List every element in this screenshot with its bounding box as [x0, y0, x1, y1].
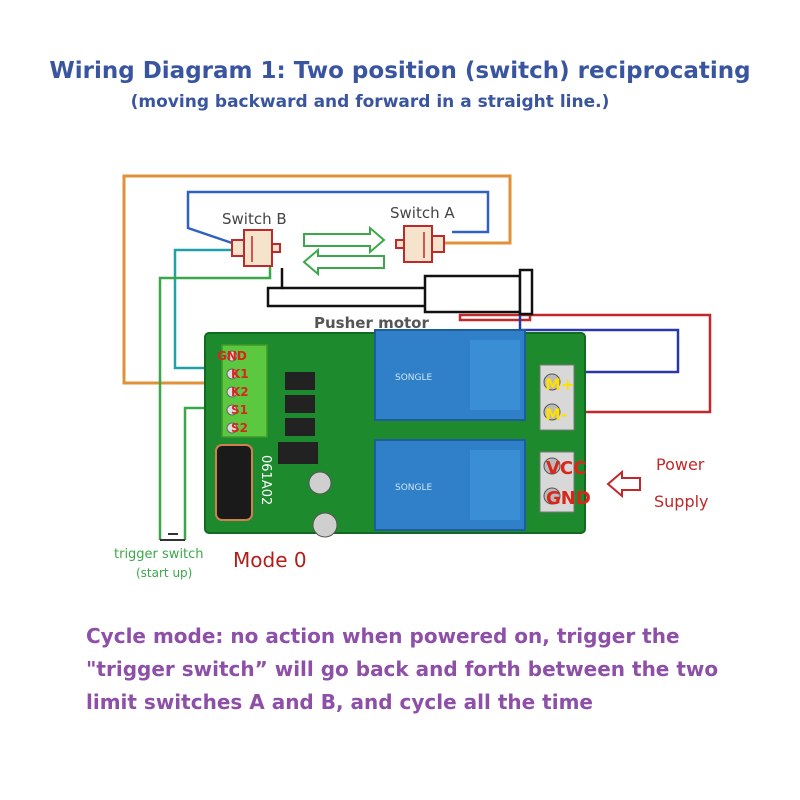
svg-text:SONGLE: SONGLE	[395, 483, 433, 493]
terminal-vcc-label: VCC	[546, 458, 586, 479]
terminal-gnd-power-label: GND	[546, 488, 591, 509]
terminal-m-plus-label: M+	[545, 375, 574, 394]
trigger-switch-label: trigger switch	[114, 547, 204, 562]
pusher-motor-body	[423, 274, 522, 314]
svg-text:SONGLE: SONGLE	[395, 373, 433, 383]
output-terminals	[539, 364, 575, 513]
direction-arrow-right	[303, 225, 386, 255]
description-line-2: "trigger switch” will go back and forth …	[86, 657, 719, 681]
board-code-label: 061A02	[258, 455, 273, 505]
diagram-subtitle: (moving backward and forward in a straig…	[130, 92, 610, 112]
switch-b	[231, 229, 281, 267]
capacitor-2	[312, 512, 338, 538]
wire-navy	[518, 300, 680, 374]
terminal-k1-label: K1	[231, 367, 249, 381]
supply-label: Supply	[654, 492, 709, 511]
description-line-1: Cycle mode: no action when powered on, t…	[86, 624, 680, 648]
relay-1: SONGLE	[374, 329, 526, 421]
pusher-motor-cap	[518, 268, 534, 316]
start-up-label: (start up)	[136, 566, 192, 580]
description-line-3: limit switches A and B, and cycle all th…	[86, 690, 593, 714]
power-supply-arrow	[606, 469, 641, 499]
optocouplers	[278, 372, 318, 464]
diagram-title: Wiring Diagram 1: Two position (switch) …	[49, 58, 751, 84]
power-label: Power	[656, 455, 705, 474]
terminal-k2-label: K2	[231, 385, 249, 399]
terminal-m-minus-label: M-	[545, 405, 568, 424]
terminal-s2-label: S2	[231, 421, 248, 435]
wire-green	[158, 266, 272, 540]
mode-pin-header	[215, 444, 253, 521]
terminal-s1-label: S1	[231, 403, 248, 417]
mode-description: Cycle mode: no action when powered on, t…	[86, 620, 786, 719]
mode-label: Mode 0	[233, 548, 307, 572]
switch-a-label: Switch A	[390, 204, 455, 222]
relay-2: SONGLE	[374, 439, 526, 531]
capacitor-1	[308, 471, 332, 495]
switch-b-label: Switch B	[222, 210, 287, 228]
wire-orange	[122, 174, 512, 385]
direction-arrow-left	[302, 247, 385, 277]
pusher-rod	[266, 268, 425, 308]
wire-red	[458, 295, 712, 414]
switch-a	[395, 225, 445, 263]
wire-blue	[186, 190, 490, 245]
pusher-motor-label: Pusher motor	[314, 314, 429, 332]
terminal-gnd-label: GND	[217, 349, 247, 363]
